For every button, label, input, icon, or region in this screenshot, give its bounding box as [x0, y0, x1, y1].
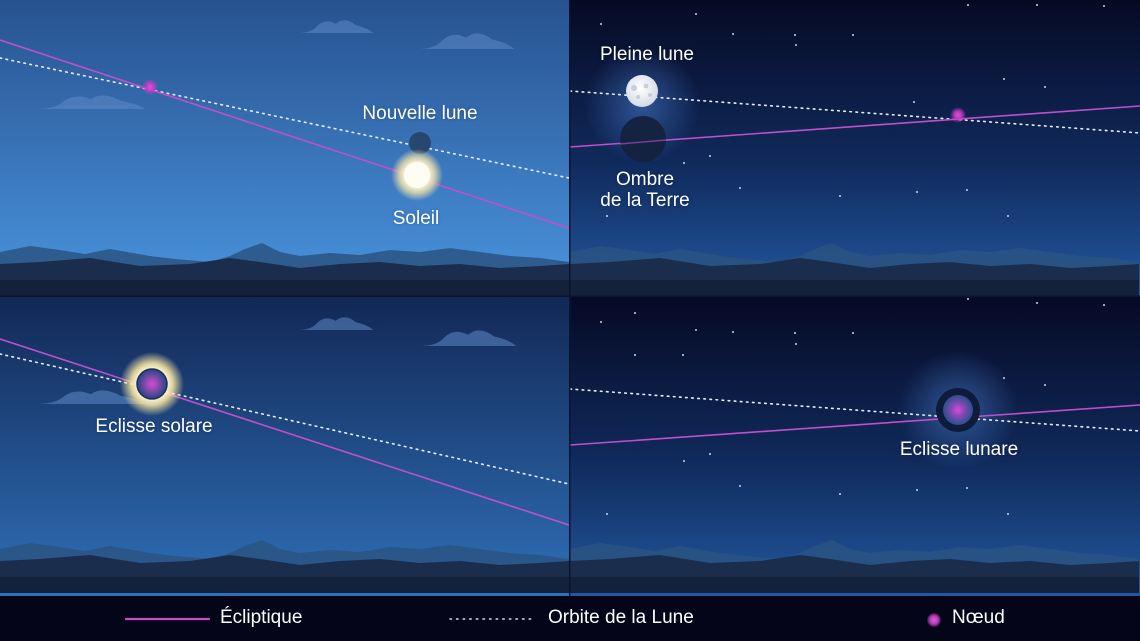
- label-sun: Soleil: [392, 208, 440, 229]
- moon-orbit-line: [0, 57, 569, 179]
- label-full-moon: Pleine lune: [599, 44, 695, 65]
- panel-new-moon: [0, 0, 569, 296]
- night-sky: [570, 297, 1140, 596]
- label-earth-shadow-line1: Ombre: [615, 169, 675, 190]
- legend-label-ecliptic: Écliptique: [220, 607, 303, 628]
- ecliptic-line-icon: [125, 617, 211, 621]
- panel-lunar-eclipse: [570, 297, 1140, 596]
- legend: Écliptique Orbite de la Lune Nœud: [0, 596, 1140, 641]
- label-solar-eclipse: Eclisse solare: [95, 416, 213, 437]
- moon-orbit-line: [570, 388, 1140, 432]
- dotted-line-icon: [449, 618, 533, 620]
- dusk-sky: [0, 297, 569, 596]
- node-icon: [142, 79, 158, 95]
- sun-icon: [391, 149, 443, 201]
- ecliptic-line: [570, 404, 1140, 446]
- moon-orbit-line: [0, 353, 569, 485]
- lunar-eclipse-icon: [936, 388, 980, 432]
- full-moon-icon: [626, 75, 658, 107]
- panel-full-moon: [570, 0, 1140, 296]
- node-dot-icon: [927, 613, 941, 627]
- label-lunar-eclipse: Eclisse lunare: [899, 439, 1019, 460]
- horizontal-divider: [0, 295, 1140, 297]
- day-sky: [0, 0, 569, 296]
- ecliptic-line-through-shadow: [619, 139, 667, 145]
- legend-label-node: Nœud: [952, 607, 1005, 628]
- stars: [600, 298, 1105, 515]
- node-icon: [950, 107, 966, 123]
- legend-label-moon-orbit: Orbite de la Lune: [548, 607, 694, 628]
- ecliptic-line: [0, 338, 569, 526]
- label-new-moon: Nouvelle lune: [362, 103, 478, 124]
- earth-shadow-icon: [620, 116, 666, 162]
- label-earth-shadow-line2: de la Terre: [600, 190, 690, 211]
- diagram-canvas: [0, 0, 1140, 596]
- vertical-divider: [569, 0, 571, 596]
- stars: [600, 4, 1105, 217]
- moon-orbit-line: [570, 90, 1140, 134]
- new-moon-icon: [409, 132, 431, 154]
- solar-eclipse-icon: [120, 352, 184, 416]
- panel-solar-eclipse: [0, 297, 569, 596]
- ecliptic-line: [0, 39, 569, 229]
